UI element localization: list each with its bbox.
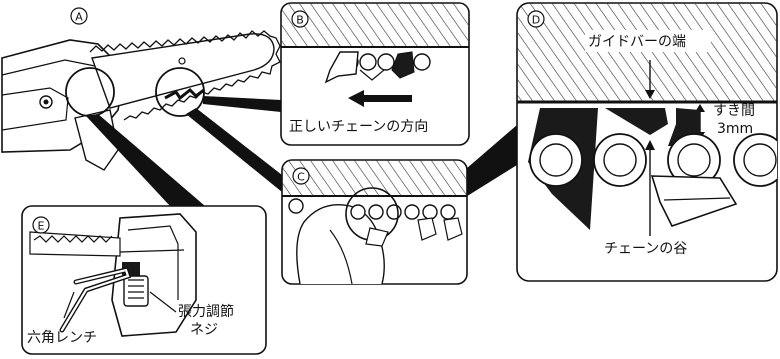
cutter-tooth-b [324, 51, 359, 84]
panel-c: C [281, 159, 468, 285]
chain-valley-label: チェーンの谷 [604, 241, 688, 257]
gap-value: 3mm [717, 121, 754, 137]
tension-screw-label-line1: 張力調節 [178, 304, 234, 320]
guide-bar-edge-label: ガイドバーの端 [588, 34, 686, 50]
panel-e: E [21, 205, 267, 355]
hex-wrench-label: 六角レンチ [27, 330, 97, 346]
magnifier-bar [155, 67, 205, 117]
left-arrow-icon [348, 90, 412, 107]
correct-chain-direction-label: 正しいチェーンの方向 [289, 119, 429, 135]
saw-overview: A [1, 7, 281, 171]
cutter-tooth-right [605, 108, 668, 135]
panel-e-letter: E [38, 220, 45, 233]
tension-screw-label-line2: ネジ [190, 322, 218, 338]
drive-link [650, 175, 738, 227]
gap-label: すき間 [713, 103, 755, 119]
panel-a-letter: A [75, 11, 83, 24]
hand [296, 204, 385, 284]
down-arrow-icon [645, 90, 655, 99]
panel-c-letter: C [297, 171, 305, 184]
panel-d: D [516, 2, 778, 282]
panel-b-letter: B [296, 14, 304, 27]
saw-chain [89, 30, 281, 121]
panel-b: B [280, 2, 470, 146]
panel-d-letter: D [532, 14, 540, 27]
guide-bar [91, 33, 275, 109]
